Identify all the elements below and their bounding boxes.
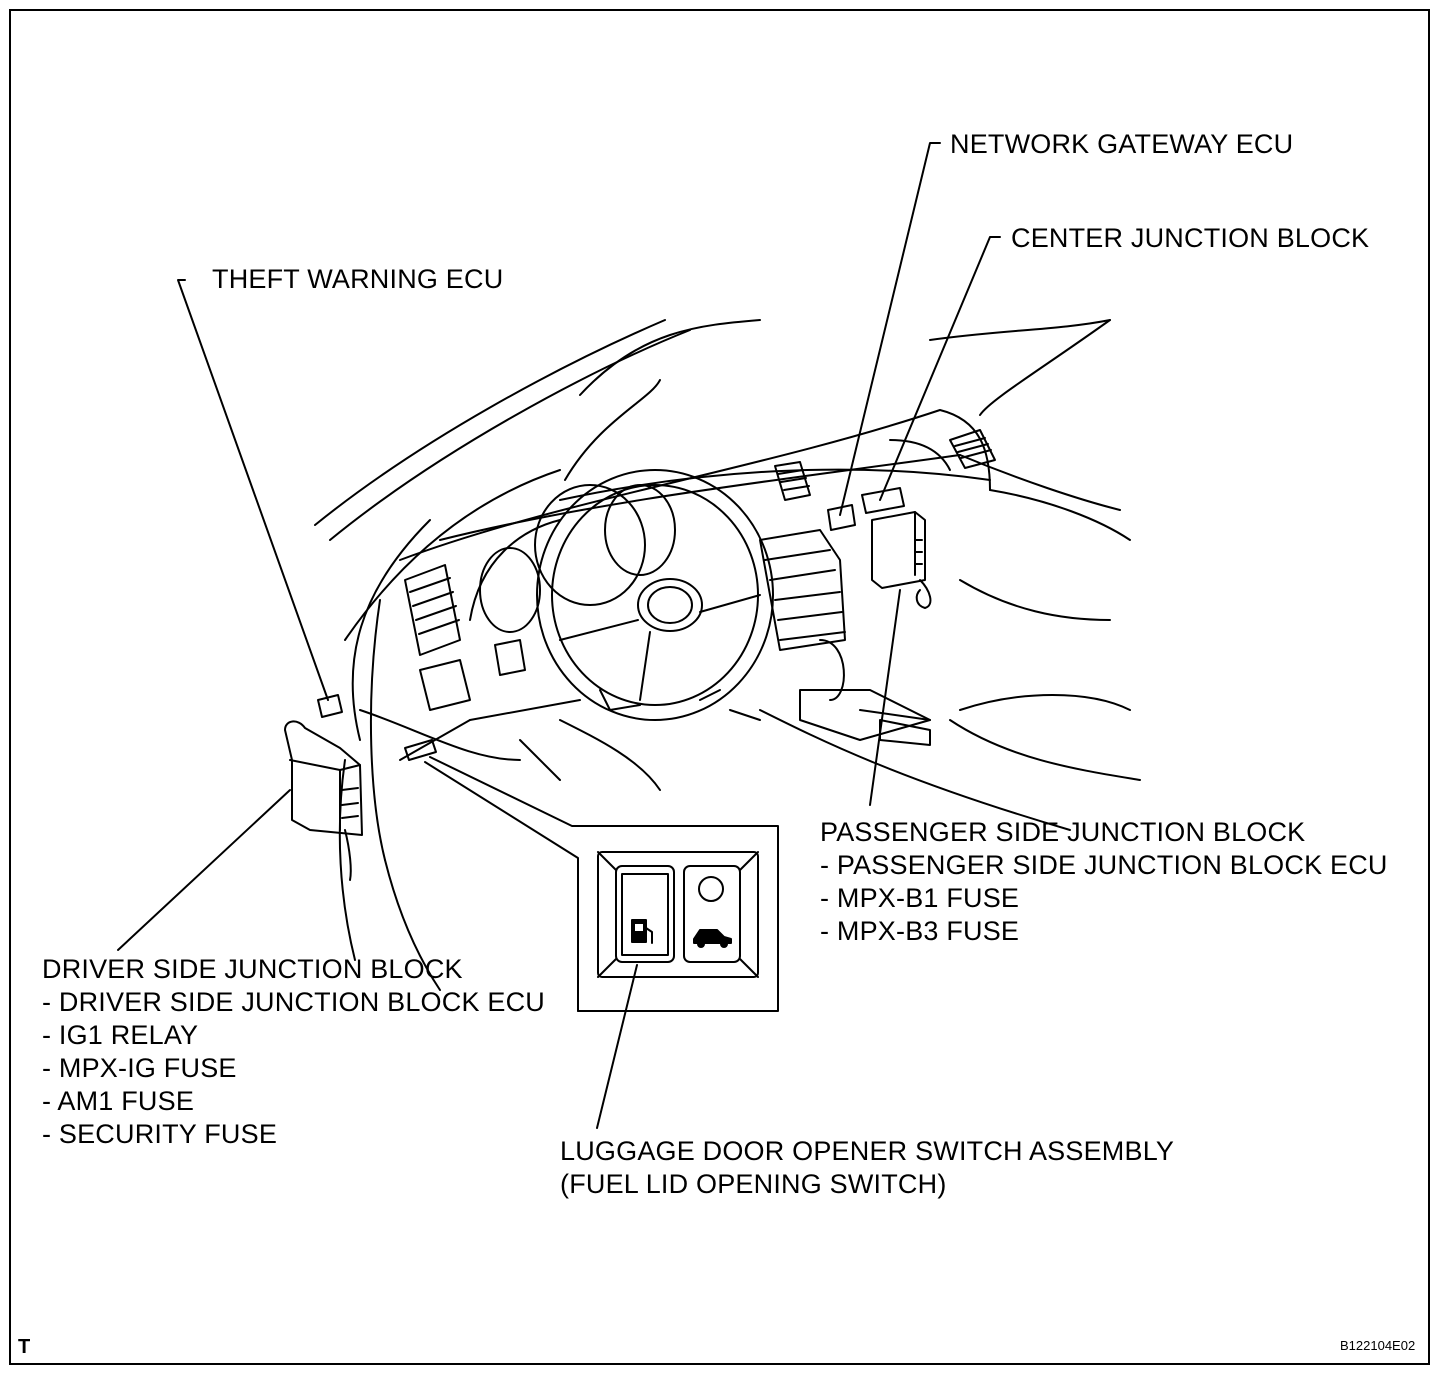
driver-side-title: DRIVER SIDE JUNCTION BLOCK xyxy=(42,954,463,984)
switch-location-mark xyxy=(404,739,437,761)
center-junction-block-part xyxy=(861,487,905,514)
passenger-side-item: - PASSENGER SIDE JUNCTION BLOCK ECU xyxy=(820,850,1388,880)
switch-inset-box xyxy=(597,851,759,978)
center-junction-block-label: CENTER JUNCTION BLOCK xyxy=(1011,223,1370,253)
passenger-side-title: PASSENGER SIDE JUNCTION BLOCK xyxy=(820,817,1306,847)
network-gateway-ecu-part xyxy=(827,504,856,531)
left-vent xyxy=(404,564,461,656)
passenger-side-item: - MPX-B3 FUSE xyxy=(820,916,1020,946)
network-gateway-ecu-label: NETWORK GATEWAY ECU xyxy=(950,129,1294,159)
center-console xyxy=(759,529,1141,831)
right-vent xyxy=(774,429,996,501)
luggage-switch-line2: (FUEL LID OPENING SWITCH) xyxy=(560,1169,947,1199)
driver-side-item: - MPX-IG FUSE xyxy=(42,1053,237,1083)
instrument-cluster xyxy=(469,484,676,633)
luggage-switch-line1: LUGGAGE DOOR OPENER SWITCH ASSEMBLY xyxy=(560,1136,1175,1166)
theft-warning-ecu-part xyxy=(317,694,343,718)
passenger-side-junction-block-label: PASSENGER SIDE JUNCTION BLOCK - PASSENGE… xyxy=(820,816,1388,948)
windshield-outline xyxy=(314,319,1111,641)
passenger-side-item: - MPX-B1 FUSE xyxy=(820,883,1020,913)
driver-side-item: - DRIVER SIDE JUNCTION BLOCK ECU xyxy=(42,987,545,1017)
figure-frame xyxy=(9,9,1430,1365)
driver-side-junction-block-label: DRIVER SIDE JUNCTION BLOCK - DRIVER SIDE… xyxy=(42,953,545,1151)
driver-side-item: - SECURITY FUSE xyxy=(42,1119,278,1149)
driver-side-item: - IG1 RELAY xyxy=(42,1020,199,1050)
driver-side-item: - AM1 FUSE xyxy=(42,1086,195,1116)
corner-mark: T xyxy=(18,1336,31,1358)
luggage-switch-label: LUGGAGE DOOR OPENER SWITCH ASSEMBLY (FUE… xyxy=(560,1135,1174,1201)
leader-lines xyxy=(117,142,1001,1129)
lower-dash xyxy=(359,579,1111,791)
passenger-junction-block-part xyxy=(871,511,932,609)
dashboard-top xyxy=(399,409,1131,561)
theft-warning-ecu-label: THEFT WARNING ECU xyxy=(212,264,504,294)
steering-wheel xyxy=(536,469,774,721)
driver-junction-block-part xyxy=(284,720,363,881)
a-pillar xyxy=(338,519,441,991)
figure-code: B122104E02 xyxy=(1340,1338,1416,1353)
